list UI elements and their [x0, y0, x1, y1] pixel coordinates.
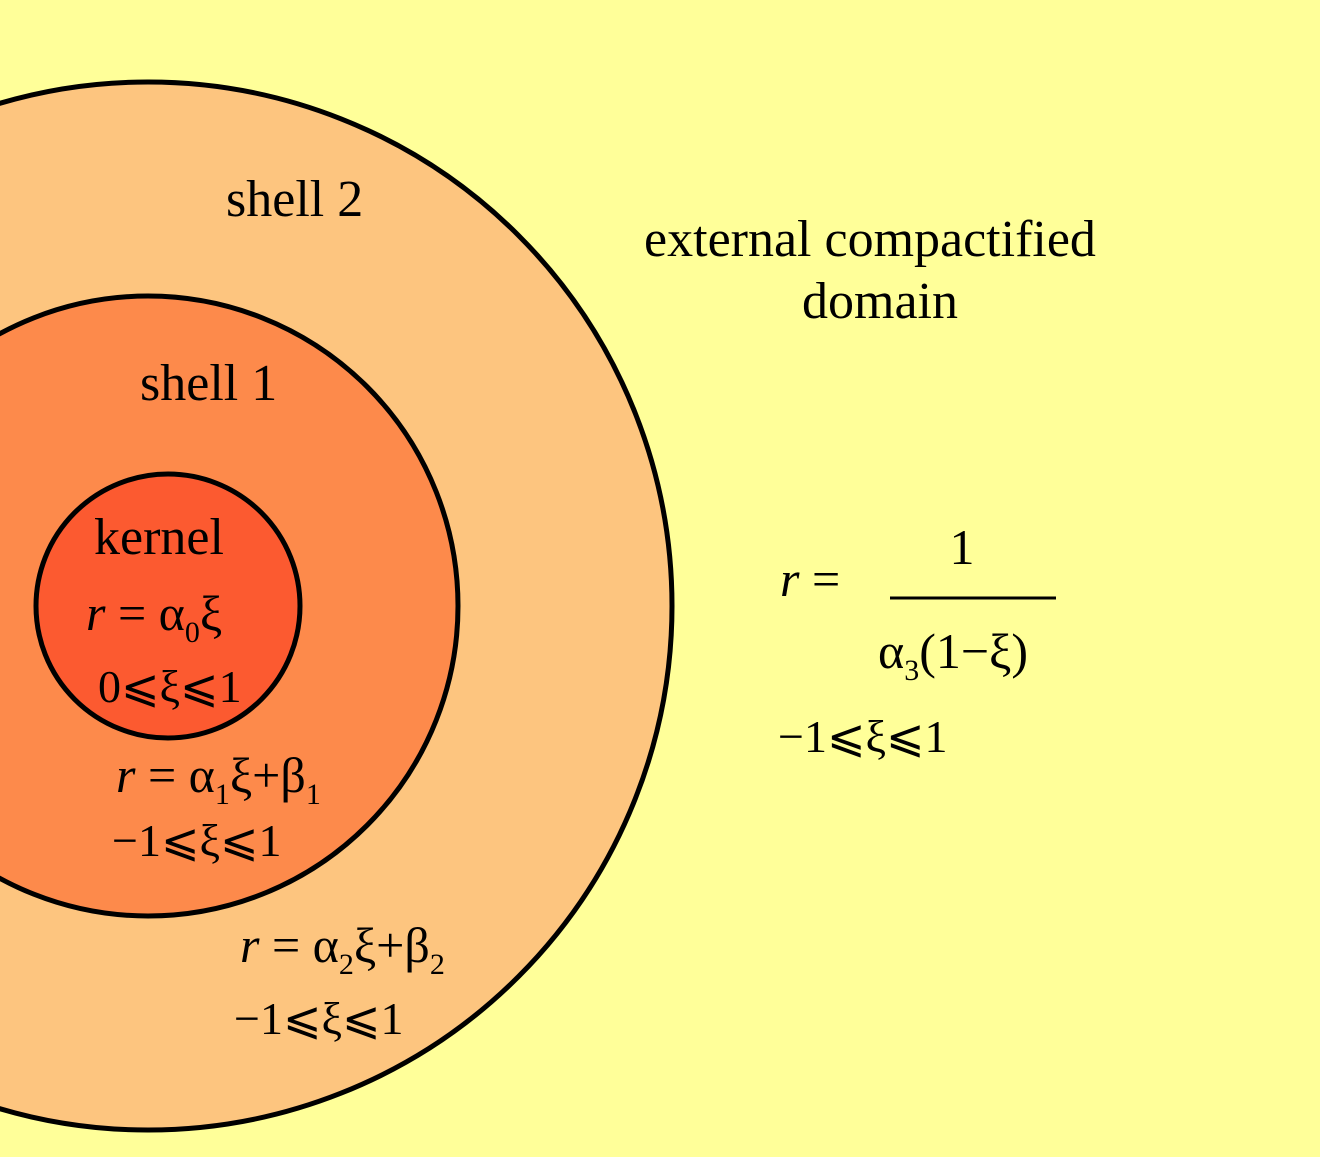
shell-2-label: shell 2 [226, 171, 363, 228]
external-range: −1⩽ξ⩽1 [778, 711, 948, 762]
shell-1-range: −1⩽ξ⩽1 [112, 815, 282, 866]
kernel-range: 0⩽ξ⩽1 [98, 661, 242, 712]
shell-2-range: −1⩽ξ⩽1 [234, 993, 404, 1044]
external-equation-numerator: 1 [950, 519, 975, 575]
external-equation-lhs: r = [780, 551, 840, 607]
kernel-region [33, 471, 303, 741]
external-equation-denominator: α3(1−ξ) [878, 623, 1028, 687]
kernel-equation: r = α0ξ [86, 585, 222, 649]
external-domain-label-line-2: domain [802, 273, 958, 330]
external-domain-label-line-1: external compactified [644, 211, 1096, 268]
shell-2-equation: r = α2ξ+β2 [240, 917, 445, 981]
kernel-label: kernel [94, 509, 224, 566]
shell-1-label: shell 1 [140, 355, 277, 412]
shell-1-equation: r = α1ξ+β1 [116, 747, 321, 811]
